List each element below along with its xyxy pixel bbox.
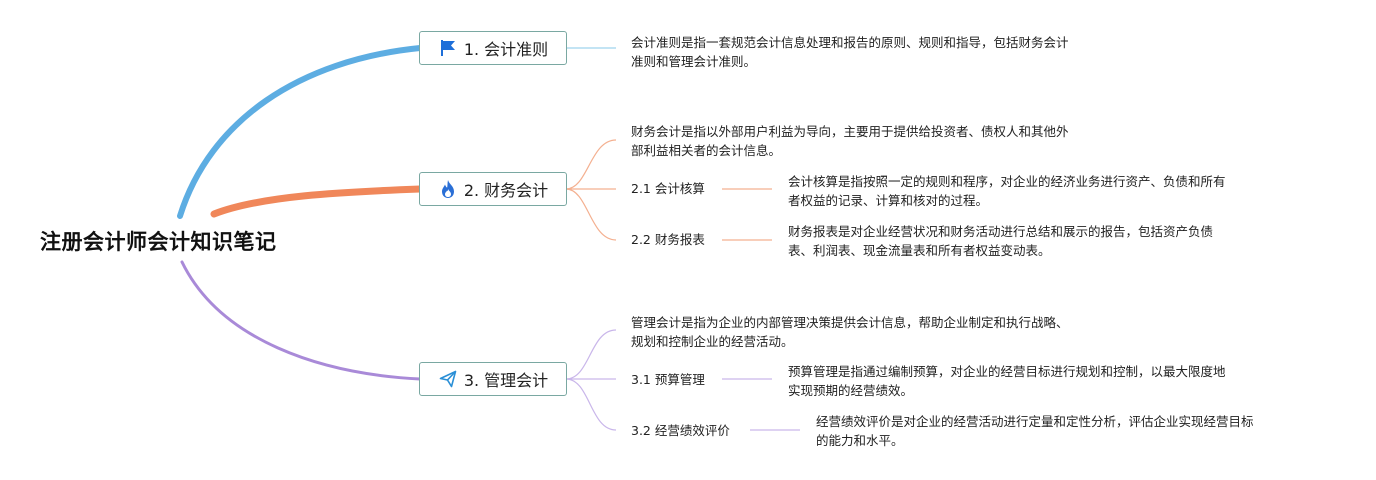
sub-node-3-2[interactable]: 3.2 经营绩效评价 xyxy=(631,423,730,438)
note-line: 规划和控制企业的经营活动。 xyxy=(631,334,794,349)
note-line: 会计准则是指一套规范会计信息处理和报告的原则、规则和指导，包括财务会计 xyxy=(631,35,1069,50)
note-line: 准则和管理会计准则。 xyxy=(631,54,757,69)
note-line: 会计核算是指按照一定的规则和程序，对企业的经济业务进行资产、负债和所有 xyxy=(788,174,1226,189)
note-line: 管理会计是指为企业的内部管理决策提供会计信息，帮助企业制定和执行战略、 xyxy=(631,315,1069,330)
branch-3-label: 3. 管理会计 xyxy=(463,371,549,390)
root-title[interactable]: 注册会计师会计知识笔记 xyxy=(40,230,277,254)
branch-node-2[interactable]: 2. 财务会计 xyxy=(419,172,567,206)
branch-3-child-2-connector xyxy=(565,378,617,431)
send-icon xyxy=(438,369,458,389)
sub-node-2-1[interactable]: 2.1 会计核算 xyxy=(631,181,705,196)
sub-3-1-note: 预算管理是指通过编制预算，对企业的经营目标进行规划和控制，以最大限度地 实现预期… xyxy=(788,362,1226,400)
note-line: 预算管理是指通过编制预算，对企业的经营目标进行规划和控制，以最大限度地 xyxy=(788,364,1226,379)
branch-2-note: 财务会计是指以外部用户利益为导向，主要用于提供给投资者、债权人和其他外 部利益相… xyxy=(631,122,1069,160)
flag-icon xyxy=(438,38,458,58)
root-to-branch-1-connector xyxy=(177,45,423,219)
sub-node-2-2[interactable]: 2.2 财务报表 xyxy=(631,232,705,247)
branch-node-1[interactable]: 1. 会计准则 xyxy=(419,31,567,65)
root-to-branch-3-connector xyxy=(180,260,422,381)
note-line: 的能力和水平。 xyxy=(816,433,904,448)
sub-node-3-1[interactable]: 3.1 预算管理 xyxy=(631,372,705,387)
sub-2-1-note: 会计核算是指按照一定的规则和程序，对企业的经济业务进行资产、负债和所有 者权益的… xyxy=(788,172,1226,210)
note-line: 部利益相关者的会计信息。 xyxy=(631,143,782,158)
branch-1-label: 1. 会计准则 xyxy=(463,40,549,59)
branch-3-note-connector xyxy=(565,329,617,380)
branch-2-child-2-connector xyxy=(565,188,617,241)
fire-icon xyxy=(438,179,458,199)
branch-node-3[interactable]: 3. 管理会计 xyxy=(419,362,567,396)
branch-2-label: 2. 财务会计 xyxy=(463,181,549,200)
sub-2-2-note: 财务报表是对企业经营状况和财务活动进行总结和展示的报告，包括资产负债 表、利润表… xyxy=(788,222,1213,260)
branch-3-note: 管理会计是指为企业的内部管理决策提供会计信息，帮助企业制定和执行战略、 规划和控… xyxy=(631,313,1069,351)
root-to-branch-2-connector xyxy=(210,185,424,218)
branch-1-note: 会计准则是指一套规范会计信息处理和报告的原则、规则和指导，包括财务会计 准则和管… xyxy=(631,33,1069,71)
branch-2-note-connector xyxy=(565,139,617,190)
note-line: 经营绩效评价是对企业的经营活动进行定量和定性分析，评估企业实现经营目标 xyxy=(816,414,1254,429)
note-line: 表、利润表、现金流量表和所有者权益变动表。 xyxy=(788,243,1051,258)
note-line: 者权益的记录、计算和核对的过程。 xyxy=(788,193,989,208)
sub-3-2-note: 经营绩效评价是对企业的经营活动进行定量和定性分析，评估企业实现经营目标 的能力和… xyxy=(816,412,1254,450)
note-line: 财务会计是指以外部用户利益为导向，主要用于提供给投资者、债权人和其他外 xyxy=(631,124,1069,139)
note-line: 实现预期的经营绩效。 xyxy=(788,383,914,398)
note-line: 财务报表是对企业经营状况和财务活动进行总结和展示的报告，包括资产负债 xyxy=(788,224,1214,239)
